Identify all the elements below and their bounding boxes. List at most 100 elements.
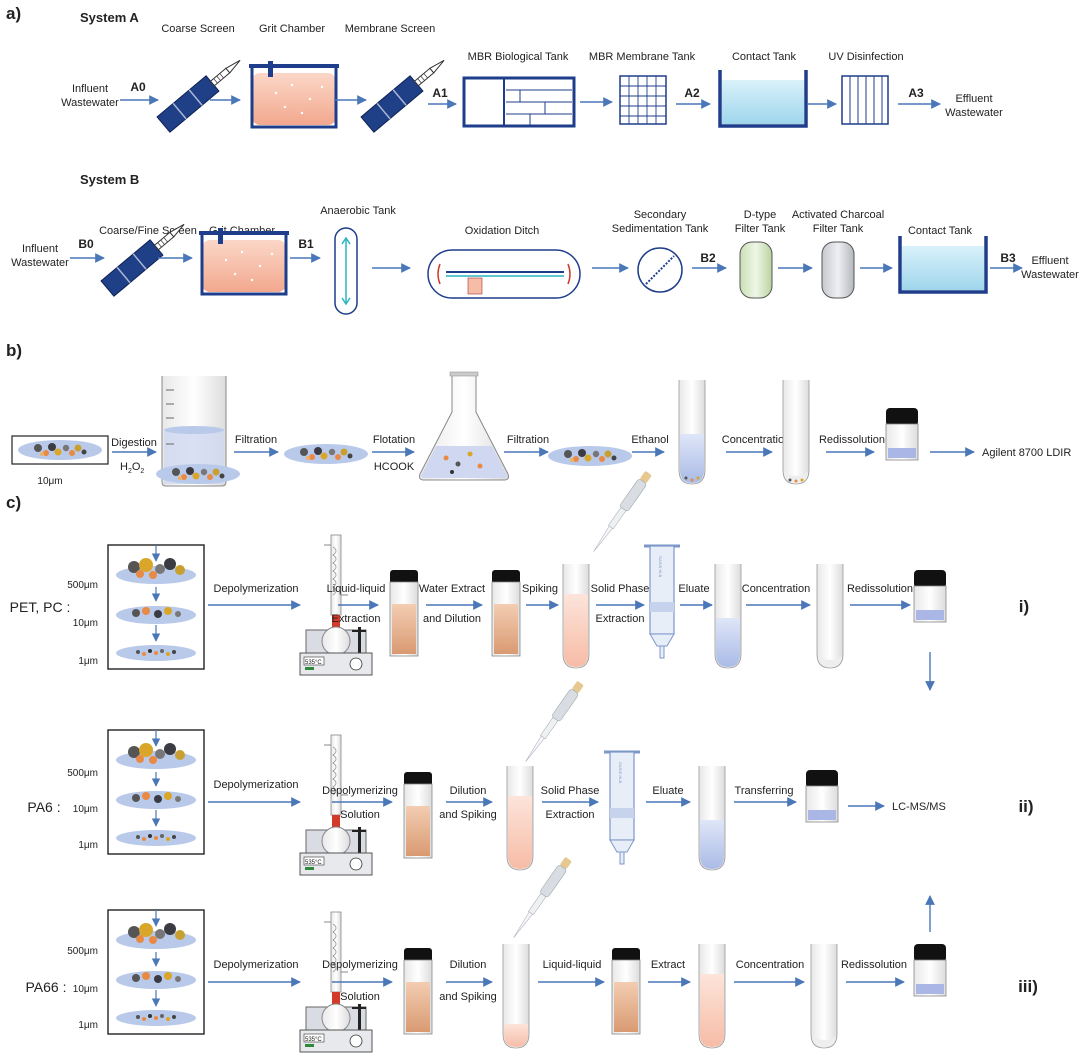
- c-row1-tube-eluate: [714, 563, 742, 669]
- c-row2-tube-spiked: [506, 765, 534, 871]
- c-row3-dilution-1: Dilution: [450, 959, 487, 971]
- c-row1-concentration: Concentration: [742, 583, 811, 595]
- c-row1-size-500: 500μm: [67, 580, 98, 591]
- c-row2-size-500: 500μm: [67, 768, 98, 779]
- c-row1-spiking: Spiking: [522, 583, 558, 595]
- sysB-sedimentation-label-2: Sedimentation Tank: [612, 223, 709, 235]
- sysA-effluent-2: Wastewater: [945, 107, 1003, 119]
- b-hcook-label: HCOOK: [374, 461, 415, 473]
- c-row2-pipette-icon: [521, 679, 586, 765]
- b-start-sample: [11, 435, 109, 465]
- c-row1-sample: PET, PC :: [10, 599, 71, 615]
- c-row1-sieve-stack: [108, 545, 204, 669]
- sysA-point-A3: A3: [908, 86, 924, 100]
- c-row3-vial-lle: [611, 947, 641, 1035]
- panel-b-label: b): [6, 341, 22, 360]
- sysB-point-B1: B1: [298, 237, 314, 251]
- c-row2-tube-eluate: [698, 765, 726, 871]
- c-row2-final-vial: [805, 769, 839, 823]
- b-filtration1-label: Filtration: [235, 434, 277, 446]
- b-flotation-label: Flotation: [373, 434, 415, 446]
- c-row1-depolymerization: Depolymerization: [214, 583, 299, 595]
- oxidation-ditch-icon: [427, 249, 581, 299]
- sysB-influent-2: Wastewater: [11, 257, 69, 269]
- c-row2-vial: [403, 771, 433, 859]
- c-row2-dilution-2: and Spiking: [439, 809, 497, 821]
- mbr-biological-tank-icon: [462, 76, 576, 128]
- c-row2-size-1: 1μm: [78, 840, 98, 851]
- coarse-screen-icon: [156, 51, 248, 133]
- c-row1-lle-1: Liquid-liquid: [327, 583, 386, 595]
- c-row1-water-extract-1: Water Extract: [419, 583, 485, 595]
- c-row1-pipette-icon: [589, 469, 654, 555]
- sysB-dtype-label-2: Filter Tank: [735, 223, 786, 235]
- activated-charcoal-filter-icon: [821, 241, 855, 299]
- panel-c-label: c): [6, 493, 21, 512]
- c-row2-transferring: Transferring: [735, 785, 794, 797]
- c-row2-sieve-stack: [108, 730, 204, 854]
- sysB-ditch-label: Oxidation Ditch: [465, 225, 540, 237]
- c-row1: 500μm 10μm 1μm PET, PC : Depolymerizatio…: [10, 534, 1029, 676]
- system-a-title: System A: [80, 10, 139, 25]
- b-dish-after-filtration: [284, 444, 368, 464]
- sysA-point-A2: A2: [684, 86, 700, 100]
- sysB-dtype-label-1: D-type: [744, 209, 776, 221]
- grit-chamber-icon: [247, 59, 341, 129]
- sysA-point-A1: A1: [432, 86, 448, 100]
- digestion-beaker-icon: [156, 376, 240, 487]
- sysA-membrane-screen-label: Membrane Screen: [345, 23, 436, 35]
- c-row2-depolymerization: Depolymerization: [214, 779, 299, 791]
- sysB-point-B2: B2: [700, 251, 716, 265]
- c-row3-redissolution: Redissolution: [841, 959, 907, 971]
- b-redissolution-label: Redissolution: [819, 434, 885, 446]
- c-row1-spe-2: Extraction: [596, 613, 645, 625]
- c-row1-size-1: 1μm: [78, 656, 98, 667]
- c-row3-tube-spiked: [502, 943, 530, 1049]
- c-row1-size-10: 10μm: [73, 618, 98, 629]
- b-final-vial: [885, 407, 919, 461]
- c-row3-extract: Extract: [651, 959, 685, 971]
- c-row3-tube-concentrated: [810, 943, 838, 1049]
- anaerobic-tank-icon: [334, 227, 358, 315]
- c-instrument-label: LC-MS/MS: [892, 801, 946, 813]
- c-row2-spe-1: Solid Phase: [541, 785, 600, 797]
- d-type-filter-tank-icon: [739, 241, 773, 299]
- c-row2-spe-cartridge: [602, 750, 642, 866]
- sysA-effluent-1: Effluent: [955, 93, 992, 105]
- c-row3: 500μm 10μm 1μm PA66 : Depolymerization D…: [26, 910, 1038, 1053]
- sysB-grit-chamber-icon: [197, 226, 291, 296]
- c-row2-dilution-1: Dilution: [450, 785, 487, 797]
- panel-a-label: a): [6, 4, 21, 23]
- b-dish-after-flotation: [548, 446, 632, 466]
- contact-tank-icon: [718, 68, 808, 128]
- c-row1-redissolution: Redissolution: [847, 583, 913, 595]
- sysB-anaerobic-label: Anaerobic Tank: [320, 205, 396, 217]
- c-row1-vial-2: [491, 569, 521, 657]
- c-row1-roman: i): [1019, 597, 1029, 616]
- b-concentrated-tube: [782, 379, 810, 485]
- sysA-influent-1: Influent: [72, 83, 108, 95]
- sysA-mbr-bio-label: MBR Biological Tank: [468, 51, 569, 63]
- sysA-uv-label: UV Disinfection: [828, 51, 903, 63]
- sysA-mbr-membrane-label: MBR Membrane Tank: [589, 51, 696, 63]
- uv-disinfection-icon: [841, 75, 889, 125]
- c-row3-depol-solution-1: Depolymerizing: [322, 959, 398, 971]
- c-row3-roman: iii): [1018, 977, 1038, 996]
- c-row2-size-10: 10μm: [73, 804, 98, 815]
- c-row1-eluate: Eluate: [678, 583, 709, 595]
- system-b-title: System B: [80, 172, 139, 187]
- c-row3-dilution-2: and Spiking: [439, 991, 497, 1003]
- sysA-grit-label: Grit Chamber: [259, 23, 325, 35]
- b-concentration-label: Concentration: [722, 434, 791, 446]
- sysA-coarse-screen-label: Coarse Screen: [161, 23, 234, 35]
- c-row3-depol-solution-2: Solution: [340, 991, 380, 1003]
- c-row3-size-10: 10μm: [73, 984, 98, 995]
- c-row1-spe-1: Solid Phase: [591, 583, 650, 595]
- c-row2-reflux-apparatus: [299, 734, 373, 876]
- c-row2-depol-solution-2: Solution: [340, 809, 380, 821]
- c-row1-spe-cartridge: [642, 544, 682, 660]
- b-digestion-label: Digestion: [111, 437, 157, 449]
- b-instrument-label: Agilent 8700 LDIR: [982, 447, 1071, 459]
- sysB-contact-label: Contact Tank: [908, 225, 973, 237]
- c-row3-sample: PA66 :: [26, 979, 67, 995]
